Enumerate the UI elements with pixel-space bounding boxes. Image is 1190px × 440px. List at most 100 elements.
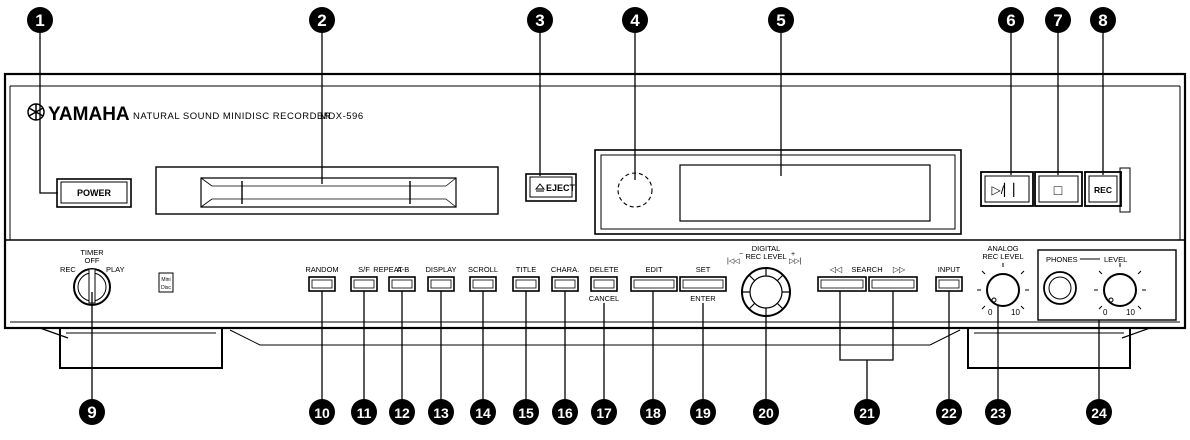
callout-2: 2 — [309, 7, 335, 33]
edit-label: EDIT — [645, 265, 663, 274]
set-enter-button[interactable] — [679, 276, 727, 292]
digital-skip-back-label: |◁◁ — [727, 258, 740, 265]
digital-rec-level-dial[interactable]: DIGITAL REC LEVEL |◁◁ ▷▷| − + — [727, 244, 802, 317]
timer-off-label: OFF — [85, 256, 100, 265]
sf-label: S/F — [358, 265, 370, 274]
display-label: DISPLAY — [425, 265, 456, 274]
repeat-label: REPEAT — [373, 265, 403, 274]
search-back-icon: ◁◁ — [830, 265, 843, 274]
callout-15-label: 15 — [518, 405, 534, 421]
stop-button[interactable]: □ — [1034, 171, 1083, 207]
set-label: SET — [696, 265, 711, 274]
rec-button[interactable]: REC — [1084, 171, 1122, 207]
timer-rec-label: REC — [60, 265, 76, 274]
scroll-label: SCROLL — [468, 265, 498, 274]
brand-logo-text: YAMAHA — [48, 104, 130, 125]
callout-8-label: 8 — [1098, 11, 1107, 30]
brand-area: YAMAHA NATURAL SOUND MINIDISC RECORDER M… — [27, 103, 364, 125]
display-window — [594, 149, 962, 235]
play-pause-button[interactable]: ▷/▏▏ — [980, 171, 1034, 207]
callout-21-label: 21 — [859, 405, 875, 421]
callout-16-label: 16 — [557, 405, 573, 421]
callout-10-label: 10 — [314, 405, 330, 421]
callout-14-label: 14 — [475, 405, 491, 421]
yamaha-logo-icon — [27, 103, 45, 121]
phones-level-label: LEVEL — [1104, 255, 1127, 264]
digital-label: DIGITAL — [752, 244, 781, 253]
search-back-button[interactable] — [817, 276, 867, 292]
play-pause-icon: ▷/▏▏ — [991, 182, 1022, 197]
timer-switch[interactable]: TIMER OFF REC PLAY — [60, 248, 125, 306]
edit-button[interactable] — [630, 276, 678, 292]
function-button-labels: RANDOM S/F REPEAT A-B DISPLAY SCROLL TIT… — [305, 265, 960, 303]
callout-20-label: 20 — [758, 405, 774, 421]
power-button-label: POWER — [77, 188, 112, 198]
callout-19-label: 19 — [695, 405, 711, 421]
callout-11-label: 11 — [357, 405, 372, 421]
random-label: RANDOM — [305, 265, 338, 274]
callout-6: 6 — [998, 7, 1024, 33]
eject-icon — [534, 183, 546, 192]
callout-19: 19 — [690, 399, 716, 425]
callout-9: 9 — [79, 399, 105, 425]
callout-11: 11 — [351, 399, 377, 425]
title-button[interactable] — [512, 276, 540, 292]
callout-23-label: 23 — [990, 405, 1006, 421]
display-button[interactable] — [427, 276, 455, 292]
analog-rec-level-label: REC LEVEL — [982, 252, 1023, 261]
delete-cancel-button[interactable] — [590, 276, 618, 292]
model-number: MDX-596 — [320, 111, 364, 122]
callout-22-label: 22 — [941, 405, 957, 421]
power-button[interactable]: POWER — [56, 178, 132, 208]
function-button-row — [308, 276, 963, 292]
rec-button-label: REC — [1094, 185, 1112, 195]
callout-4: 4 — [622, 7, 648, 33]
callout-4-label: 4 — [630, 11, 640, 30]
callout-10: 10 — [309, 399, 335, 425]
search-forward-button[interactable] — [868, 276, 918, 292]
callout-24: 24 — [1086, 399, 1112, 425]
phones-label: PHONES — [1046, 255, 1078, 264]
digital-skip-forward-label: ▷▷| — [789, 258, 802, 265]
callout-8: 8 — [1090, 7, 1116, 33]
disc-slot — [155, 166, 499, 215]
callout-17: 17 — [591, 399, 617, 425]
callout-3-label: 3 — [535, 11, 544, 30]
callout-1-label: 1 — [35, 11, 44, 30]
svg-text:−: − — [739, 251, 743, 258]
input-label: INPUT — [938, 265, 961, 274]
stop-icon: □ — [1054, 182, 1063, 198]
callout-14: 14 — [470, 399, 496, 425]
eject-button[interactable]: EJECT — [525, 173, 577, 202]
callout-12: 12 — [389, 399, 415, 425]
sf-button[interactable] — [350, 276, 378, 292]
callout-24-label: 24 — [1091, 405, 1107, 421]
phones-level-knob[interactable]: 0 10 — [1094, 263, 1146, 317]
callout-17-label: 17 — [596, 405, 612, 421]
input-button[interactable] — [935, 276, 963, 292]
callout-16: 16 — [552, 399, 578, 425]
callout-20: 20 — [753, 399, 779, 425]
callout-13-label: 13 — [433, 405, 449, 421]
delete-label: DELETE — [589, 265, 618, 274]
random-button[interactable] — [308, 276, 336, 292]
transport-bezel — [1119, 167, 1131, 213]
scroll-button[interactable] — [469, 276, 497, 292]
repeat-ab-button[interactable] — [388, 276, 416, 292]
minidisc-logo: Mini Disc — [158, 272, 174, 293]
chara-button[interactable] — [551, 276, 579, 292]
analog-rec-level-knob[interactable]: ANALOG REC LEVEL 0 10 — [977, 244, 1029, 317]
callout-1: 1 — [27, 7, 53, 33]
svg-text:10: 10 — [1126, 308, 1135, 317]
callout-13: 13 — [428, 399, 454, 425]
ab-label: A-B — [397, 265, 410, 274]
callout-5: 5 — [768, 7, 794, 33]
analog-max-label: 10 — [1011, 308, 1020, 317]
callout-22: 22 — [936, 399, 962, 425]
cancel-label: CANCEL — [589, 294, 619, 303]
enter-label: ENTER — [690, 294, 716, 303]
phones-panel: PHONES LEVEL 0 10 — [1037, 249, 1177, 321]
chara-label: CHARA. — [551, 265, 579, 274]
